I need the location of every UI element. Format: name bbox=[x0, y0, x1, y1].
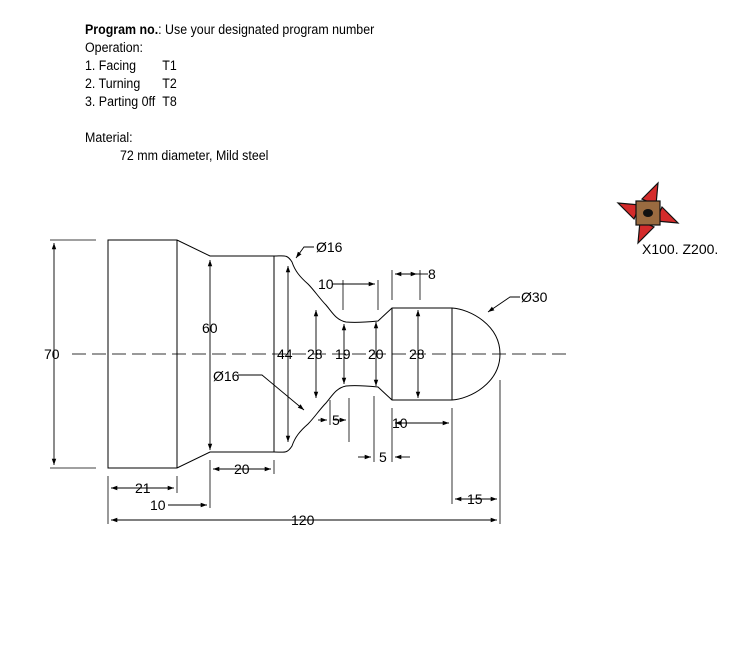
operation-label: Operation: bbox=[85, 40, 144, 55]
len-10b-label: 10 bbox=[150, 497, 166, 513]
program-value: : Use your designated program number bbox=[158, 22, 375, 37]
operation-tool: T2 bbox=[162, 76, 177, 91]
len-5b-label: 5 bbox=[379, 449, 387, 465]
material-label: Material: bbox=[85, 130, 133, 145]
r30-label: Ø30 bbox=[521, 289, 548, 305]
operation-item: 1. Facing T1 bbox=[85, 57, 177, 75]
turret-tool-icon bbox=[616, 181, 680, 245]
tool-caption: X100. Z200. bbox=[642, 241, 718, 257]
len-5a-label: 5 bbox=[332, 412, 340, 428]
dim-28b-label: 28 bbox=[409, 346, 425, 362]
operation-item: 2. Turning T2 bbox=[85, 75, 177, 93]
len-8-label: 8 bbox=[428, 266, 436, 282]
len-10c-label: 10 bbox=[392, 415, 408, 431]
operation-tool: T8 bbox=[162, 94, 177, 109]
material-value: 72 mm diameter, Mild steel bbox=[120, 148, 269, 163]
dimension-lines bbox=[51, 243, 520, 523]
dimension-labels: 70 60 44 28 19 20 28 Ø16 Ø16 Ø30 10 8 5 … bbox=[44, 239, 548, 528]
dim-60-label: 60 bbox=[202, 320, 218, 336]
operation-text: 2. Turning bbox=[85, 76, 141, 91]
dim-20-label: 20 bbox=[368, 346, 384, 362]
dim-28-label: 28 bbox=[307, 346, 323, 362]
operation-tool: T1 bbox=[162, 58, 177, 73]
program-label: Program no. bbox=[85, 22, 159, 37]
operation-item: 3. Parting 0ff T8 bbox=[85, 93, 177, 111]
r16-bottom-label: Ø16 bbox=[213, 368, 240, 384]
len-15-label: 15 bbox=[467, 491, 483, 507]
leader-r16-top bbox=[295, 246, 314, 259]
leader-r30 bbox=[487, 296, 520, 313]
operation-text: 3. Parting 0ff bbox=[85, 94, 156, 109]
len-10a-label: 10 bbox=[318, 276, 334, 292]
len-120-label: 120 bbox=[291, 512, 315, 528]
extension-lines bbox=[50, 239, 501, 524]
dim-44-label: 44 bbox=[277, 346, 293, 362]
operation-text: 1. Facing bbox=[85, 58, 137, 73]
len-20-label: 20 bbox=[234, 461, 250, 477]
len-21-label: 21 bbox=[135, 480, 151, 496]
part-outline bbox=[107, 239, 501, 469]
dim-19-label: 19 bbox=[335, 346, 351, 362]
leader-r16-bottom bbox=[238, 374, 305, 411]
dim-70-label: 70 bbox=[44, 346, 60, 362]
r16-top-label: Ø16 bbox=[316, 239, 343, 255]
program-line: Program no.: Use your designated program… bbox=[85, 21, 374, 39]
